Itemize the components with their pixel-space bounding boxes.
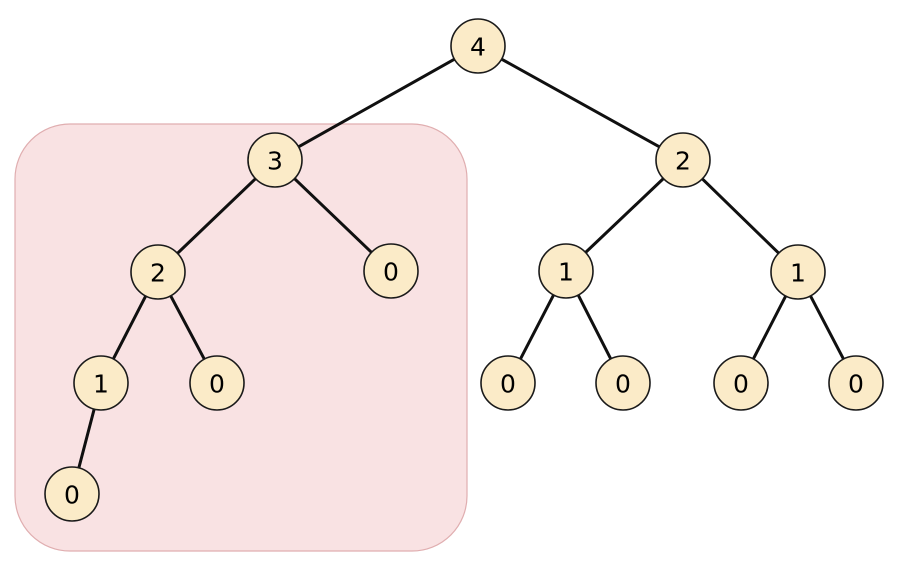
node-label: 0	[500, 370, 516, 399]
edge-layer	[77, 57, 846, 471]
node-circle[interactable]	[247, 132, 303, 188]
node-label: 2	[675, 147, 691, 176]
node-circle[interactable]	[44, 466, 100, 522]
tree-node[interactable]: 1	[73, 355, 129, 411]
node-circle[interactable]	[770, 244, 826, 300]
node-label: 3	[267, 147, 283, 176]
tree-edge	[751, 293, 788, 362]
tree-edge	[583, 176, 666, 255]
tree-edge	[296, 57, 457, 149]
node-circle[interactable]	[73, 355, 129, 411]
tree-node[interactable]: 2	[130, 244, 186, 300]
tree-edge	[168, 293, 207, 362]
tree-node[interactable]: 1	[538, 243, 594, 299]
tree-edge	[576, 292, 613, 362]
tree-node[interactable]: 3	[247, 132, 303, 188]
node-circle[interactable]	[450, 18, 506, 74]
node-circle[interactable]	[595, 355, 651, 411]
tree-node[interactable]: 4	[450, 18, 506, 74]
node-circle[interactable]	[828, 355, 884, 411]
node-label: 1	[93, 370, 109, 399]
node-label: 0	[64, 481, 80, 510]
tree-edge	[499, 57, 662, 149]
tree-edge	[292, 176, 374, 255]
node-label: 1	[790, 259, 806, 288]
tree-edge	[518, 292, 556, 362]
highlight-layer	[14, 123, 468, 552]
tree-node[interactable]: 0	[363, 243, 419, 299]
node-label: 0	[209, 370, 225, 399]
tree-node[interactable]: 0	[189, 355, 245, 411]
tree-edge	[175, 176, 258, 256]
tree-node[interactable]: 0	[480, 355, 536, 411]
node-label: 2	[150, 259, 166, 288]
tree-node[interactable]: 0	[713, 355, 769, 411]
node-circle[interactable]	[655, 132, 711, 188]
node-label: 0	[383, 258, 399, 287]
node-circle[interactable]	[713, 355, 769, 411]
tree-node[interactable]: 0	[44, 466, 100, 522]
node-label: 1	[558, 258, 574, 287]
node-label: 0	[615, 370, 631, 399]
tree-edge	[808, 293, 846, 362]
tree-node[interactable]: 1	[770, 244, 826, 300]
highlighted-subtree-region	[14, 123, 468, 552]
node-label: 4	[470, 33, 486, 62]
node-layer: 4 3 2 2 0 1 1 1 0 0 0 0 0 0	[44, 18, 884, 522]
node-circle[interactable]	[480, 355, 536, 411]
tree-edge	[77, 406, 96, 471]
tree-node[interactable]: 2	[655, 132, 711, 188]
node-circle[interactable]	[189, 355, 245, 411]
tree-node[interactable]: 0	[595, 355, 651, 411]
tree-edge	[700, 176, 781, 256]
node-label: 0	[733, 370, 749, 399]
node-circle[interactable]	[538, 243, 594, 299]
tree-edge	[111, 293, 148, 362]
node-circle[interactable]	[363, 243, 419, 299]
tree-node[interactable]: 0	[828, 355, 884, 411]
node-label: 0	[848, 370, 864, 399]
node-circle[interactable]	[130, 244, 186, 300]
